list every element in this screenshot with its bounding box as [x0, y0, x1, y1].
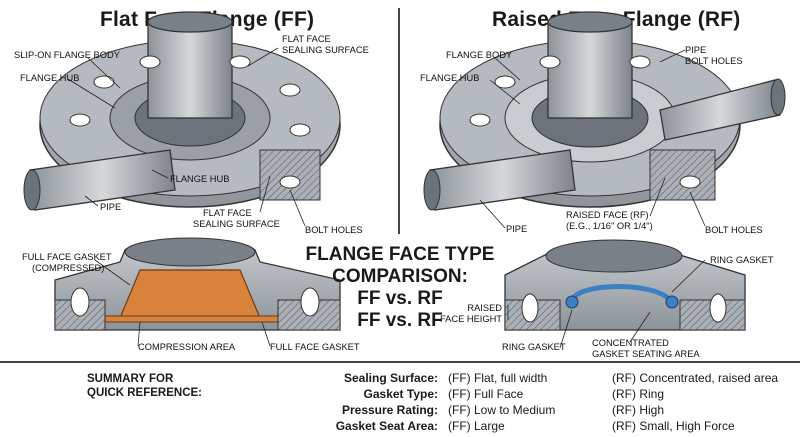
label-rf-flange-hub: FLANGE HUB [420, 73, 480, 83]
summary-row: Gasket Seat Area: (FF) Large (RF) Small,… [300, 419, 800, 435]
summary-key: Sealing Surface: [343, 371, 438, 385]
label-concentrated-1: CONCENTRATED [592, 338, 669, 348]
label-full-face-gasket-1: FULL FACE GASKET [22, 252, 112, 262]
comparison-title: FLANGE FACE TYPE COMPARISON: FF vs. RF F… [300, 244, 500, 332]
label-ring-gasket-top: RING GASKET [710, 255, 774, 265]
label-ff-flat-face-top-1: FLAT FACE [282, 34, 331, 44]
rf-flange-drawing [423, 11, 786, 211]
summary-key: Pressure Rating: [341, 403, 438, 417]
summary-row: Sealing Surface: (FF) Flat, full width (… [300, 371, 800, 387]
label-rf-pipe-top: PIPE [685, 45, 707, 55]
label-rf-pipe-bot: PIPE [506, 224, 528, 234]
summary-key: Gasket Seat Area: [335, 419, 438, 433]
summary-ff-value: (FF) Full Face [448, 387, 524, 401]
rf-section-drawing [504, 239, 746, 331]
summary-ff-value: (FF) Large [448, 419, 505, 433]
label-raised-2: FACE HEIGHT [440, 314, 502, 324]
label-full-face-gasket-2: (COMPRESSED) [32, 263, 105, 273]
ff-flange-drawing [23, 11, 341, 211]
summary-rf-value: (RF) High [612, 403, 665, 417]
summary-rf-value: (RF) Small, High Force [612, 419, 735, 433]
summary-rf-value: (RF) Concentrated, raised area [612, 371, 779, 385]
comparison-title-line3: FF vs. RF [357, 288, 443, 309]
label-rf-flange-body: FLANGE BODY [446, 50, 513, 60]
vertical-divider [398, 8, 400, 234]
label-ff-flange-hub: FLANGE HUB [20, 73, 80, 83]
label-compression-area: COMPRESSION AREA [138, 342, 236, 352]
label-raised-1: RAISED [467, 303, 502, 313]
label-slip-on-flange-body: SLIP-ON FLANGE BODY [14, 50, 120, 60]
label-ff-flat-face-top-2: SEALING SURFACE [282, 45, 369, 55]
label-rf-raised-face-1: RAISED FACE (RF) [566, 210, 649, 220]
label-ring-gasket-bot: RING GASKET [502, 342, 566, 352]
summary-rf-value: (RF) Ring [612, 387, 665, 401]
summary-key: Gasket Type: [363, 387, 438, 401]
label-ff-pipe: PIPE [100, 202, 122, 212]
label-rf-bolt-holes-top: BOLT HOLES [685, 56, 743, 66]
label-rf-raised-face-2: (E.G., 1/16" OR 1/4") [566, 221, 653, 231]
comparison-title-line4: FF vs. RF [357, 310, 443, 331]
summary-table: Sealing Surface: (FF) Flat, full width (… [300, 371, 800, 435]
comparison-title-line2: COMPARISON: [332, 266, 468, 287]
summary-heading: SUMMARY FOR QUICK REFERENCE: [87, 372, 202, 400]
comparison-title-line1: FLANGE FACE TYPE [305, 244, 495, 265]
label-ff-flat-face-bot-1: FLAT FACE [203, 208, 252, 218]
label-rf-bolt-holes-bot: BOLT HOLES [705, 225, 763, 235]
summary-heading-1: SUMMARY FOR [87, 373, 174, 385]
summary-row: Gasket Type: (FF) Full Face (RF) Ring [300, 387, 800, 403]
summary-ff-value: (FF) Flat, full width [448, 371, 548, 385]
label-ff-flat-face-bot-2: SEALING SURFACE [193, 219, 280, 229]
ff-section-drawing [54, 237, 341, 331]
summary-divider [0, 361, 800, 363]
leader-lines [67, 47, 706, 349]
label-concentrated-2: GASKET SEATING AREA [592, 349, 700, 359]
label-ff-bolt-holes: BOLT HOLES [305, 225, 363, 235]
summary-ff-value: (FF) Low to Medium [448, 403, 556, 417]
summary-row: Pressure Rating: (FF) Low to Medium (RF)… [300, 403, 800, 419]
label-ff-flange-hub-mid: FLANGE HUB [170, 174, 230, 184]
summary-heading-2: QUICK REFERENCE: [87, 387, 203, 399]
label-full-face-gasket-bot: FULL FACE GASKET [270, 342, 360, 352]
